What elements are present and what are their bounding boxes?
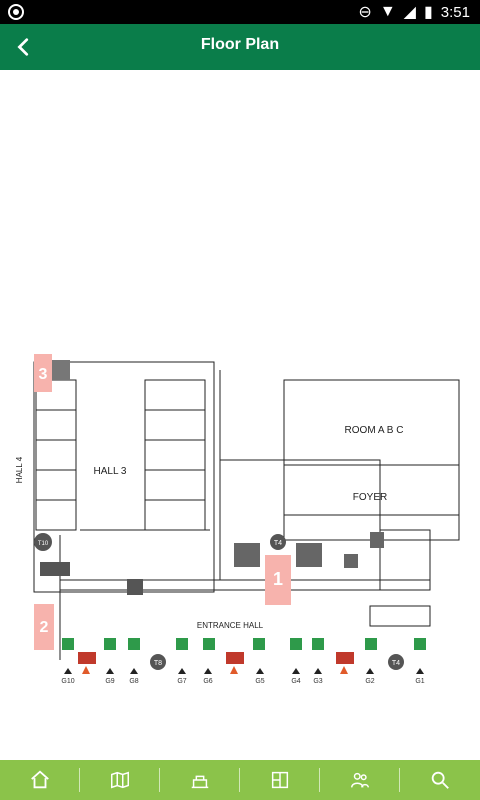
entrance-hall-label: ENTRANCE HALL	[197, 621, 264, 630]
status-bar: ⊖ ▼ ◢ ▮ 3:51	[0, 0, 480, 24]
dnd-icon: ⊖	[358, 4, 372, 21]
gate-g3: G3	[313, 678, 322, 685]
gate-g9: G9	[105, 678, 114, 685]
floor-plan-map[interactable]: 3 2 1 ROOM A B C FOYER HALL 3 HALL 4 ENT…	[0, 280, 480, 700]
page-title: Floor Plan	[200, 36, 280, 53]
room-3[interactable]	[34, 354, 52, 392]
nav-search[interactable]	[400, 760, 480, 800]
exit-marker	[336, 652, 354, 664]
signal-icon: ◢	[403, 4, 416, 21]
gate-g1: G1	[415, 678, 424, 685]
gate-g5: G5	[255, 678, 264, 685]
room-2[interactable]	[34, 604, 54, 650]
floor-plan-view[interactable]: 3 2 1 ROOM A B C FOYER HALL 3 HALL 4 ENT…	[0, 70, 480, 760]
badge-t8	[150, 654, 166, 670]
accessible-toilet-icon	[40, 562, 70, 576]
battery-icon: ▮	[423, 4, 433, 21]
wifi-icon: ▼	[379, 3, 396, 20]
room-1-label: 1	[273, 569, 283, 589]
restaurant-icon	[127, 579, 143, 595]
gate-g7: G7	[177, 678, 186, 685]
nav-exhibition[interactable]	[160, 760, 240, 800]
hall-3-label: HALL 3	[94, 466, 127, 477]
badge-t4-b	[388, 654, 404, 670]
hall-4-label: HALL 4	[15, 456, 24, 483]
escalator-icon	[296, 543, 322, 567]
back-button[interactable]	[8, 31, 40, 63]
nav-home[interactable]	[0, 760, 80, 800]
nav-floorplan[interactable]	[240, 760, 320, 800]
svg-text:T10: T10	[38, 541, 49, 547]
gate-g2: G2	[365, 678, 374, 685]
people-icon	[351, 772, 369, 788]
room-3-label: 3	[39, 366, 48, 383]
escalator-icon	[234, 543, 260, 567]
gate-g4: G4	[291, 678, 300, 685]
bottom-navigation	[0, 760, 480, 800]
home-icon	[31, 770, 49, 789]
room-2-label: 2	[40, 619, 49, 636]
search-icon	[431, 771, 449, 789]
exit-marker	[78, 652, 96, 664]
floorplan-icon	[271, 771, 289, 789]
foyer-label: FOYER	[353, 492, 387, 503]
room-1[interactable]	[265, 555, 291, 605]
gate-g8: G8	[129, 678, 138, 685]
svg-text:T4: T4	[392, 660, 400, 667]
nav-people[interactable]	[320, 760, 400, 800]
nav-map[interactable]	[80, 760, 160, 800]
stairs-icon	[370, 532, 384, 548]
room-abc-label: ROOM A B C	[345, 425, 404, 436]
badge-t10	[34, 533, 52, 551]
app-bar: Floor Plan	[0, 24, 480, 70]
chevron-left-icon	[17, 38, 29, 56]
gate-g10: G10	[61, 678, 74, 685]
clock: 3:51	[440, 3, 470, 21]
exhibition-icon	[191, 775, 209, 789]
gate-g6: G6	[203, 678, 212, 685]
exit-marker	[226, 652, 244, 664]
notification-icon	[8, 4, 24, 20]
badge-t4-a	[270, 534, 286, 550]
stairs-icon	[52, 360, 70, 380]
stairs-icon	[344, 554, 358, 568]
svg-text:T4: T4	[274, 540, 282, 547]
map-pin-icon	[111, 771, 129, 789]
svg-text:T8: T8	[154, 660, 162, 667]
